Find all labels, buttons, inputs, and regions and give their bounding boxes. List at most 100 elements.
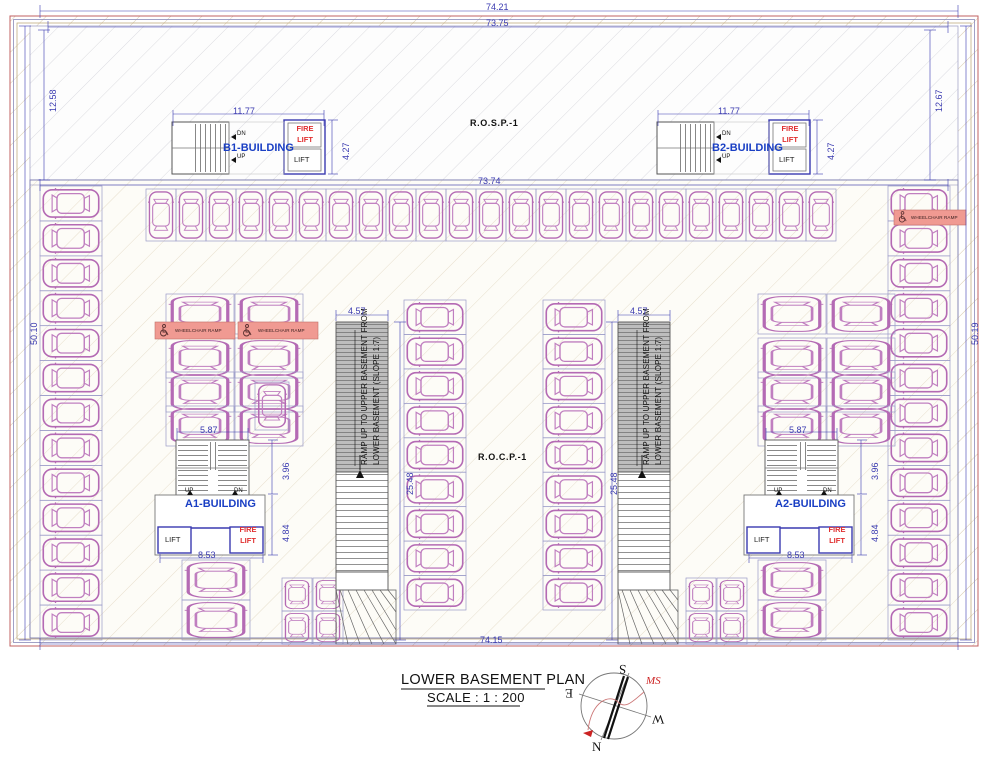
- compass-east-label: E: [565, 686, 573, 701]
- parking-stall: [757, 371, 827, 413]
- parking-stall: [826, 337, 896, 379]
- b1-lift-label: LIFT: [294, 155, 310, 164]
- building-a1-core: [154, 428, 278, 563]
- parking-block-inner-right: [685, 293, 896, 645]
- parking-stall: [234, 371, 304, 413]
- dim-left-upper: 12.58: [48, 89, 58, 112]
- dim-a2-stair-width: 5.87: [789, 425, 807, 435]
- parking-stall: [542, 575, 606, 611]
- parking-stall: [234, 405, 304, 447]
- b2-lift-label: LIFT: [779, 155, 795, 164]
- title-underlines: [401, 688, 545, 707]
- compass-south-label: S: [618, 661, 627, 678]
- building-label-a2: A2-BUILDING: [775, 498, 846, 510]
- dim-ramp-right-width: 4.57: [630, 306, 648, 316]
- ramp-right-structure: [617, 321, 679, 645]
- wheelchair-ramp-bands: [154, 209, 967, 340]
- drawing-title: LOWER BASEMENT PLAN: [401, 672, 586, 688]
- ramp-right-text-line2: LOWER BASEMENT (SLOPE 1:7): [654, 336, 663, 465]
- parking-stall: [254, 381, 290, 431]
- b2-up-label: UP: [722, 154, 731, 160]
- parking-stall: [181, 599, 251, 641]
- dim-b2-width: 11.77: [718, 106, 740, 116]
- a1-fire-lift-line1: FIRE: [239, 525, 257, 534]
- dim-left-total: 50.10: [29, 322, 39, 345]
- building-b2-core: [656, 110, 823, 175]
- a1-fire-lift-line2: LIFT: [240, 536, 256, 545]
- wheelchair-ramp-label-1: WHEELCHAIR RAMP: [175, 328, 222, 333]
- parking-stall: [805, 188, 837, 242]
- a2-up-label: UP: [774, 488, 783, 494]
- parking-stall: [403, 575, 467, 611]
- dim-ramp-left-length: 25.48: [405, 472, 415, 495]
- a2-dn-label: DN: [823, 488, 832, 494]
- wheelchair-icon: [158, 324, 170, 337]
- building-label-b1: B1-BUILDING: [223, 142, 294, 154]
- dim-a2-lobby-width: 8.53: [787, 550, 805, 560]
- b2-fire-lift-line2: LIFT: [782, 135, 798, 144]
- ramp-right-text-line1: RAMP UP TO UPPER BASEMENT FROM: [642, 308, 651, 465]
- a1-up-label: UP: [185, 488, 194, 494]
- parking-stall: [757, 293, 827, 335]
- parking-stall: [887, 604, 951, 641]
- building-b1-core: [171, 110, 338, 175]
- dim-ramp-left-width: 4.57: [348, 306, 366, 316]
- ramp-left-structure: [335, 321, 397, 645]
- dim-mid-horizontal: 73.74: [478, 176, 501, 186]
- parking-stall: [826, 371, 896, 413]
- dim-a2-stair-height: 3.96: [870, 462, 880, 480]
- wheelchair-ramp-label-2: WHEELCHAIR RAMP: [258, 328, 305, 333]
- compass-rose: [578, 672, 652, 741]
- b1-dn-label: DN: [237, 131, 246, 137]
- parking-stall: [757, 599, 827, 641]
- zone-label-rosp-1: R.O.S.P.-1: [470, 118, 519, 128]
- dim-a1-stair-width: 5.87: [200, 425, 218, 435]
- ramp-left-text-line2: LOWER BASEMENT (SLOPE 1:7): [372, 336, 381, 465]
- parking-column-center-right: [542, 299, 606, 611]
- a1-dn-label: DN: [234, 488, 243, 494]
- dim-right-total: 50.19: [970, 322, 980, 345]
- a2-fire-lift-line2: LIFT: [829, 536, 845, 545]
- b2-fire-lift-line1: FIRE: [781, 124, 799, 133]
- parking-column-right: [887, 185, 951, 641]
- building-label-a1: A1-BUILDING: [185, 498, 256, 510]
- dim-b2-height: 4.27: [826, 142, 836, 160]
- compass-north-label: N: [592, 739, 602, 754]
- b1-fire-lift-line1: FIRE: [296, 124, 314, 133]
- parking-stall: [826, 293, 896, 335]
- building-label-b2: B2-BUILDING: [712, 142, 783, 154]
- a2-fire-lift-line1: FIRE: [828, 525, 846, 534]
- b1-fire-lift-line2: LIFT: [297, 135, 313, 144]
- a1-lift-label: LIFT: [165, 535, 181, 544]
- rosp-zone: [29, 25, 959, 181]
- dim-right-upper: 12.67: [934, 89, 944, 112]
- dim-top-outer: 74.21: [486, 2, 509, 12]
- dim-a1-stair-height: 3.96: [281, 462, 291, 480]
- wheelchair-icon: [897, 211, 908, 223]
- parking-column-center-left: [403, 299, 467, 611]
- dim-a2-lobby-height: 4.84: [870, 524, 880, 542]
- building-a2-core: [743, 428, 867, 563]
- dimension-lines: [19, 5, 972, 650]
- drawing-scale: SCALE : 1 : 200: [427, 690, 525, 705]
- dim-top-inner: 73.75: [486, 18, 509, 28]
- b1-up-label: UP: [237, 154, 246, 160]
- wheelchair-ramp-label-3: WHEELCHAIR RAMP: [911, 215, 958, 220]
- parking-row-top: [145, 188, 837, 242]
- parking-stall: [165, 371, 235, 413]
- dim-b1-height: 4.27: [341, 142, 351, 160]
- zone-label-rocp-1: R.O.C.P.-1: [478, 452, 527, 462]
- dim-bottom: 74.15: [480, 635, 503, 645]
- parking-stall: [39, 604, 103, 641]
- compass-magnetic-south-label: MS: [646, 675, 661, 687]
- ramp-left-text-line1: RAMP UP TO UPPER BASEMENT FROM: [360, 308, 369, 465]
- a2-lift-label: LIFT: [754, 535, 770, 544]
- dim-a1-lobby-height: 4.84: [281, 524, 291, 542]
- b2-dn-label: DN: [722, 131, 731, 137]
- parking-stall: [757, 337, 827, 379]
- dim-a1-lobby-width: 8.53: [198, 550, 216, 560]
- dim-b1-width: 11.77: [233, 106, 255, 116]
- parking-column-left: [39, 185, 103, 641]
